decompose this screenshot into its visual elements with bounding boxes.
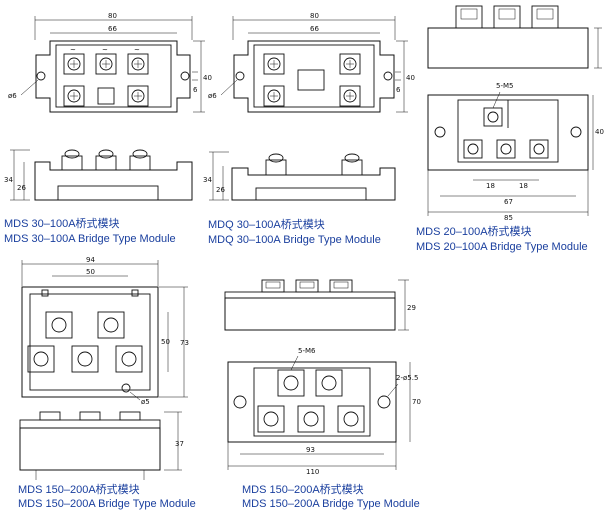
caption-mdq30-en: MDQ 30–100A Bridge Type Module	[208, 234, 381, 246]
mds30-top-view: 80 66 ~ ~ ~ ø6 40 6	[8, 12, 212, 113]
mds30-dim-80: 80	[108, 12, 117, 20]
mdq30-dim-40: 40	[406, 74, 415, 82]
terminal-ac-symbol: ~	[70, 46, 76, 54]
mds150a-dim-hole: ø5	[141, 398, 150, 406]
caption-mds150b-en: MDS 150–200A Bridge Type Module	[242, 498, 420, 510]
caption-mds20-en: MDS 20–100A Bridge Type Module	[416, 241, 588, 253]
mds150b-side-view: 29	[224, 279, 416, 331]
mdq30-dim-hole: ø6	[208, 92, 217, 100]
mds150b-dim-93: 93	[306, 446, 315, 454]
mds150a-side-view: 37	[19, 411, 184, 480]
mds30-dim-26: 26	[17, 184, 26, 192]
mds20-top-view: 5-M5 40 18 18 67 85	[427, 82, 604, 222]
mds150b-dim-holes: 2-ø5.5	[396, 374, 418, 382]
mds150a-dim-94: 94	[86, 256, 95, 264]
caption-mds30-en: MDS 30–100A Bridge Type Module	[4, 233, 176, 245]
mdq30-dim-80: 80	[310, 12, 319, 20]
mds20-dim-67: 67	[504, 198, 513, 206]
caption-mds150a-en: MDS 150–200A Bridge Type Module	[18, 498, 196, 510]
mds30-dim-40: 40	[203, 74, 212, 82]
mds150a-dim-37: 37	[175, 440, 184, 448]
caption-mds20-cn: MDS 20–100A桥式模块	[416, 226, 532, 238]
mds30-side-view: 34 26	[4, 149, 193, 201]
mds150b-dim-70: 70	[412, 398, 421, 406]
mds150a-dim-50-v: 50	[161, 338, 170, 346]
mds150b-dim-110: 110	[306, 468, 319, 476]
caption-mds150a-cn: MDS 150–200A桥式模块	[18, 484, 140, 496]
mds150a-dim-73: 73	[180, 339, 189, 347]
terminal-ac-symbol: ~	[102, 46, 108, 54]
mdq30-side-view: 34 26	[203, 151, 396, 201]
terminal-ac-symbol: ~	[134, 46, 140, 54]
mds150b-top-view: 5-M6 2-ø5.5 70 93 110	[227, 347, 421, 476]
mds20-dim-18b: 18	[519, 182, 528, 190]
mds30-dim-hole: ø6	[8, 92, 17, 100]
mds20-dim-40: 40	[595, 128, 604, 136]
caption-mdq30-cn: MDQ 30–100A桥式模块	[208, 219, 325, 231]
mdq30-dim-26: 26	[216, 186, 225, 194]
mds20-dim-18a: 18	[486, 182, 495, 190]
mds20-side-view	[427, 5, 602, 69]
mds150a-top-view: 94 50 ø5 50 73	[21, 256, 189, 406]
mdq30-dim-66: 66	[310, 25, 319, 33]
mds30-dim-34: 34	[4, 176, 13, 184]
caption-mds150b-cn: MDS 150–200A桥式模块	[242, 484, 364, 496]
mds20-dim-85: 85	[504, 214, 513, 222]
mds30-dim-66: 66	[108, 25, 117, 33]
mds150b-dim-screw: 5-M6	[298, 347, 316, 355]
mds20-dim-screw: 5-M5	[496, 82, 513, 90]
mdq30-dim-34: 34	[203, 176, 212, 184]
mdq30-dim-6: 6	[396, 86, 401, 94]
mds30-dim-6: 6	[193, 86, 198, 94]
mds150b-dim-29: 29	[407, 304, 416, 312]
caption-mds30-cn: MDS 30–100A桥式模块	[4, 218, 120, 230]
mdq30-top-view: 80 66 ø6 40 6	[208, 12, 415, 113]
mds150a-dim-50: 50	[86, 268, 95, 276]
